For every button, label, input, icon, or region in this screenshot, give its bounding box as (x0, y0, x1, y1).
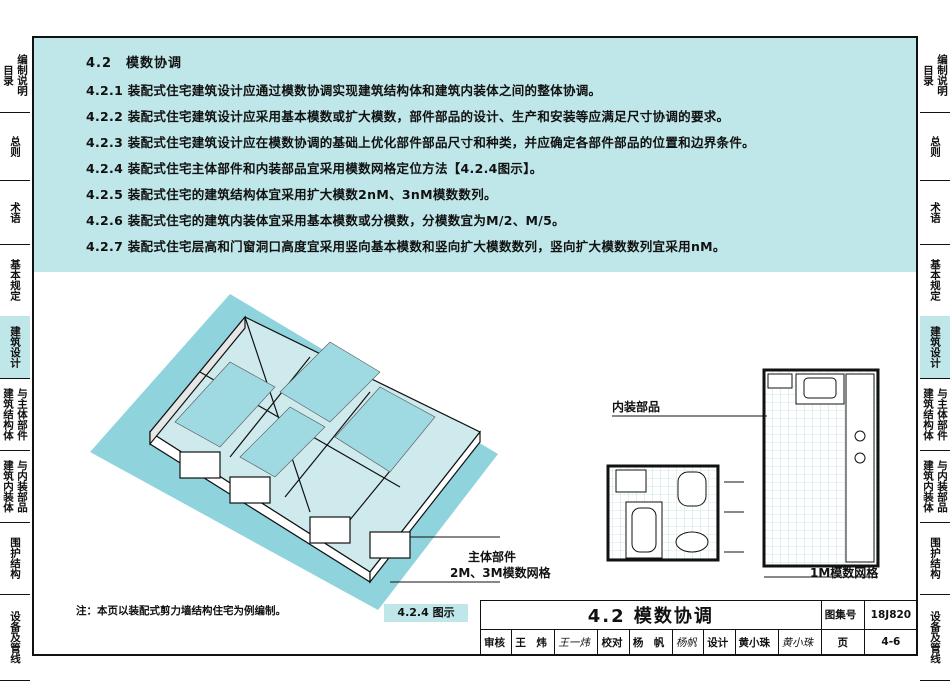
side-tab-6[interactable]: 建筑结构体与主体部件 (920, 378, 950, 450)
clause-4-2-4: 4.2.4 装配式住宅主体部件和内装部品宜采用模数网格定位方法【4.2.4图示】… (86, 161, 543, 176)
side-tab-divider (0, 450, 30, 451)
bathroom-plan (606, 464, 744, 562)
side-tab-divider (920, 680, 950, 681)
side-tab-label: 总则 (9, 135, 21, 157)
page-label: 页 (820, 628, 865, 657)
proofer-name: 杨 帆 (628, 628, 673, 657)
side-tab-sublabel: 编制说明 (16, 54, 28, 96)
side-tab-label: 目录 (922, 64, 934, 86)
axonometric-housing-drawing (90, 294, 500, 610)
clause-4-2-2: 4.2.2 装配式住宅建筑设计应采用基本模数或扩大模数，部件部品的设计、生产和安… (86, 109, 730, 124)
interior-parts-label: 内装部品 (612, 400, 661, 414)
side-tab-label: 围护结构 (9, 537, 21, 579)
side-tab-1[interactable]: 目录编制说明 (920, 38, 950, 112)
main-component-label: 主体部件 (468, 550, 517, 564)
side-tab-label: 基本规定 (929, 259, 941, 301)
page-number: 4-6 (863, 628, 919, 657)
atlas-label: 图集号 (820, 600, 865, 630)
side-tab-label: 建筑结构体 (922, 387, 934, 441)
side-tab-9[interactable]: 设备及管线 (920, 594, 950, 680)
side-tab-label: 建筑设计 (929, 326, 941, 368)
figure-caption: 4.2.4 图示 (384, 604, 468, 622)
side-tab-4[interactable]: 基本规定 (920, 244, 950, 316)
side-tab-divider (920, 522, 950, 523)
side-tab-label: 围护结构 (929, 537, 941, 579)
side-tab-label: 术语 (929, 201, 941, 223)
side-tab-8[interactable]: 围护结构 (920, 522, 950, 594)
designer-name: 黄小珠 (734, 628, 779, 657)
designer-signature: 黄小珠 (777, 628, 822, 657)
title-block: 4.2 模数协调 图集号 18J820 审核 王 炜 王一炜 校对 杨 帆 杨帆… (479, 600, 919, 657)
side-tab-sublabel: 与主体部件 (16, 387, 28, 441)
side-tab-divider (0, 680, 30, 681)
reviewer-signature: 王一炜 (554, 628, 599, 657)
side-tab-divider (920, 180, 950, 181)
side-tab-divider (920, 244, 950, 245)
drawing-title: 4.2 模数协调 (480, 600, 822, 630)
side-tab-5[interactable]: 建筑设计 (920, 316, 950, 378)
interior-leader-line (612, 415, 767, 417)
review-label: 审核 (479, 628, 513, 657)
design-label: 设计 (703, 628, 736, 657)
side-tab-divider (0, 378, 30, 379)
clause-4-2-3: 4.2.3 装配式住宅建筑设计应在模数协调的基础上优化部件部品尺寸和种类，并应确… (86, 135, 755, 150)
clause-4-2-1: 4.2.1 装配式住宅建筑设计应通过模数协调实现建筑结构体和建筑内装体之间的整体… (86, 83, 602, 98)
side-tab-5[interactable]: 建筑设计 (0, 316, 30, 378)
side-tab-6[interactable]: 建筑结构体与主体部件 (0, 378, 30, 450)
side-tab-divider (0, 112, 30, 113)
side-tab-label: 术语 (9, 201, 21, 223)
side-tab-sublabel: 与内装部品 (936, 459, 948, 513)
side-tab-divider (920, 378, 950, 379)
side-tab-divider (920, 112, 950, 113)
side-tab-2[interactable]: 总则 (0, 112, 30, 180)
side-tab-2[interactable]: 总则 (920, 112, 950, 180)
side-tab-label: 建筑内装体 (2, 459, 14, 513)
grid-1m-label: 1M模数网格 (810, 566, 879, 580)
grid-2m-3m-label: 2M、3M模数网格 (450, 566, 551, 580)
side-tab-label: 总则 (929, 135, 941, 157)
proofer-signature: 杨帆 (671, 628, 705, 657)
section-heading: 4.2 模数协调 (86, 56, 183, 71)
side-tab-label: 设备及管线 (929, 610, 941, 664)
side-tab-label: 建筑结构体 (2, 387, 14, 441)
side-tab-label: 目录 (2, 64, 14, 86)
clause-4-2-7: 4.2.7 装配式住宅层高和门窗洞口高度宜采用竖向基本模数和竖向扩大模数数列，竖… (86, 239, 726, 254)
side-tab-divider (0, 180, 30, 181)
reviewer-name: 王 炜 (511, 628, 556, 657)
side-tab-sublabel: 编制说明 (936, 54, 948, 96)
spec-text-box (34, 38, 916, 272)
side-tab-3[interactable]: 术语 (920, 180, 950, 244)
side-tab-label: 建筑内装体 (922, 459, 934, 513)
clause-4-2-6: 4.2.6 装配式住宅的建筑内装体宜采用基本模数或分模数，分模数宜为M/2、M/… (86, 213, 565, 228)
side-tab-4[interactable]: 基本规定 (0, 244, 30, 316)
side-tab-divider (0, 244, 30, 245)
side-tab-label: 设备及管线 (9, 610, 21, 664)
side-tab-label: 基本规定 (9, 259, 21, 301)
side-tab-7[interactable]: 建筑内装体与内装部品 (920, 450, 950, 522)
footnote: 注：本页以装配式剪力墙结构住宅为例编制。 (76, 605, 286, 617)
side-tab-divider (0, 522, 30, 523)
side-tab-3[interactable]: 术语 (0, 180, 30, 244)
side-tab-9[interactable]: 设备及管线 (0, 594, 30, 680)
proof-label: 校对 (597, 628, 630, 657)
kitchen-plan (762, 368, 880, 578)
side-tab-divider (0, 594, 30, 595)
side-tab-divider (920, 594, 950, 595)
clause-4-2-5: 4.2.5 装配式住宅的建筑结构体宜采用扩大模数2nM、3nM模数数列。 (86, 187, 497, 202)
side-tab-1[interactable]: 目录编制说明 (0, 38, 30, 112)
side-tab-sublabel: 与主体部件 (936, 387, 948, 441)
side-tab-8[interactable]: 围护结构 (0, 522, 30, 594)
side-tab-label: 建筑设计 (9, 326, 21, 368)
page-frame (32, 36, 918, 656)
side-tab-7[interactable]: 建筑内装体与内装部品 (0, 450, 30, 522)
atlas-number: 18J820 (863, 600, 919, 630)
side-tab-divider (920, 450, 950, 451)
side-tab-sublabel: 与内装部品 (16, 459, 28, 513)
